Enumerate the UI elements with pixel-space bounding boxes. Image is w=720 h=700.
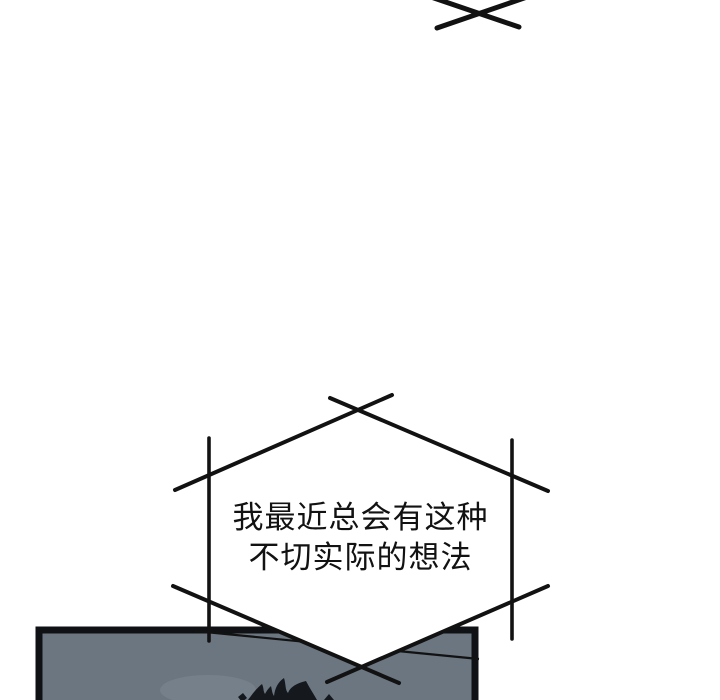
top-x-line-right <box>434 0 527 31</box>
offscreen-bubble-corner-x <box>431 0 527 31</box>
speech-bubble-text: 我最近总会有这种 不切实际的想法 <box>197 498 524 578</box>
bubble-edge-lower-right <box>325 584 550 684</box>
hair-fleck-right <box>324 694 334 700</box>
panel-highlight-patch <box>160 675 256 700</box>
top-x-line-left <box>431 0 522 30</box>
hair-fleck-left <box>238 693 247 700</box>
speech-bubble-hexagon <box>171 393 550 685</box>
bubble-text-line-1: 我最近总会有这种 <box>232 500 489 536</box>
character-hair-spikes <box>248 678 317 700</box>
bubble-text-line-2: 不切实际的想法 <box>248 540 473 576</box>
bubble-fill <box>209 411 512 666</box>
